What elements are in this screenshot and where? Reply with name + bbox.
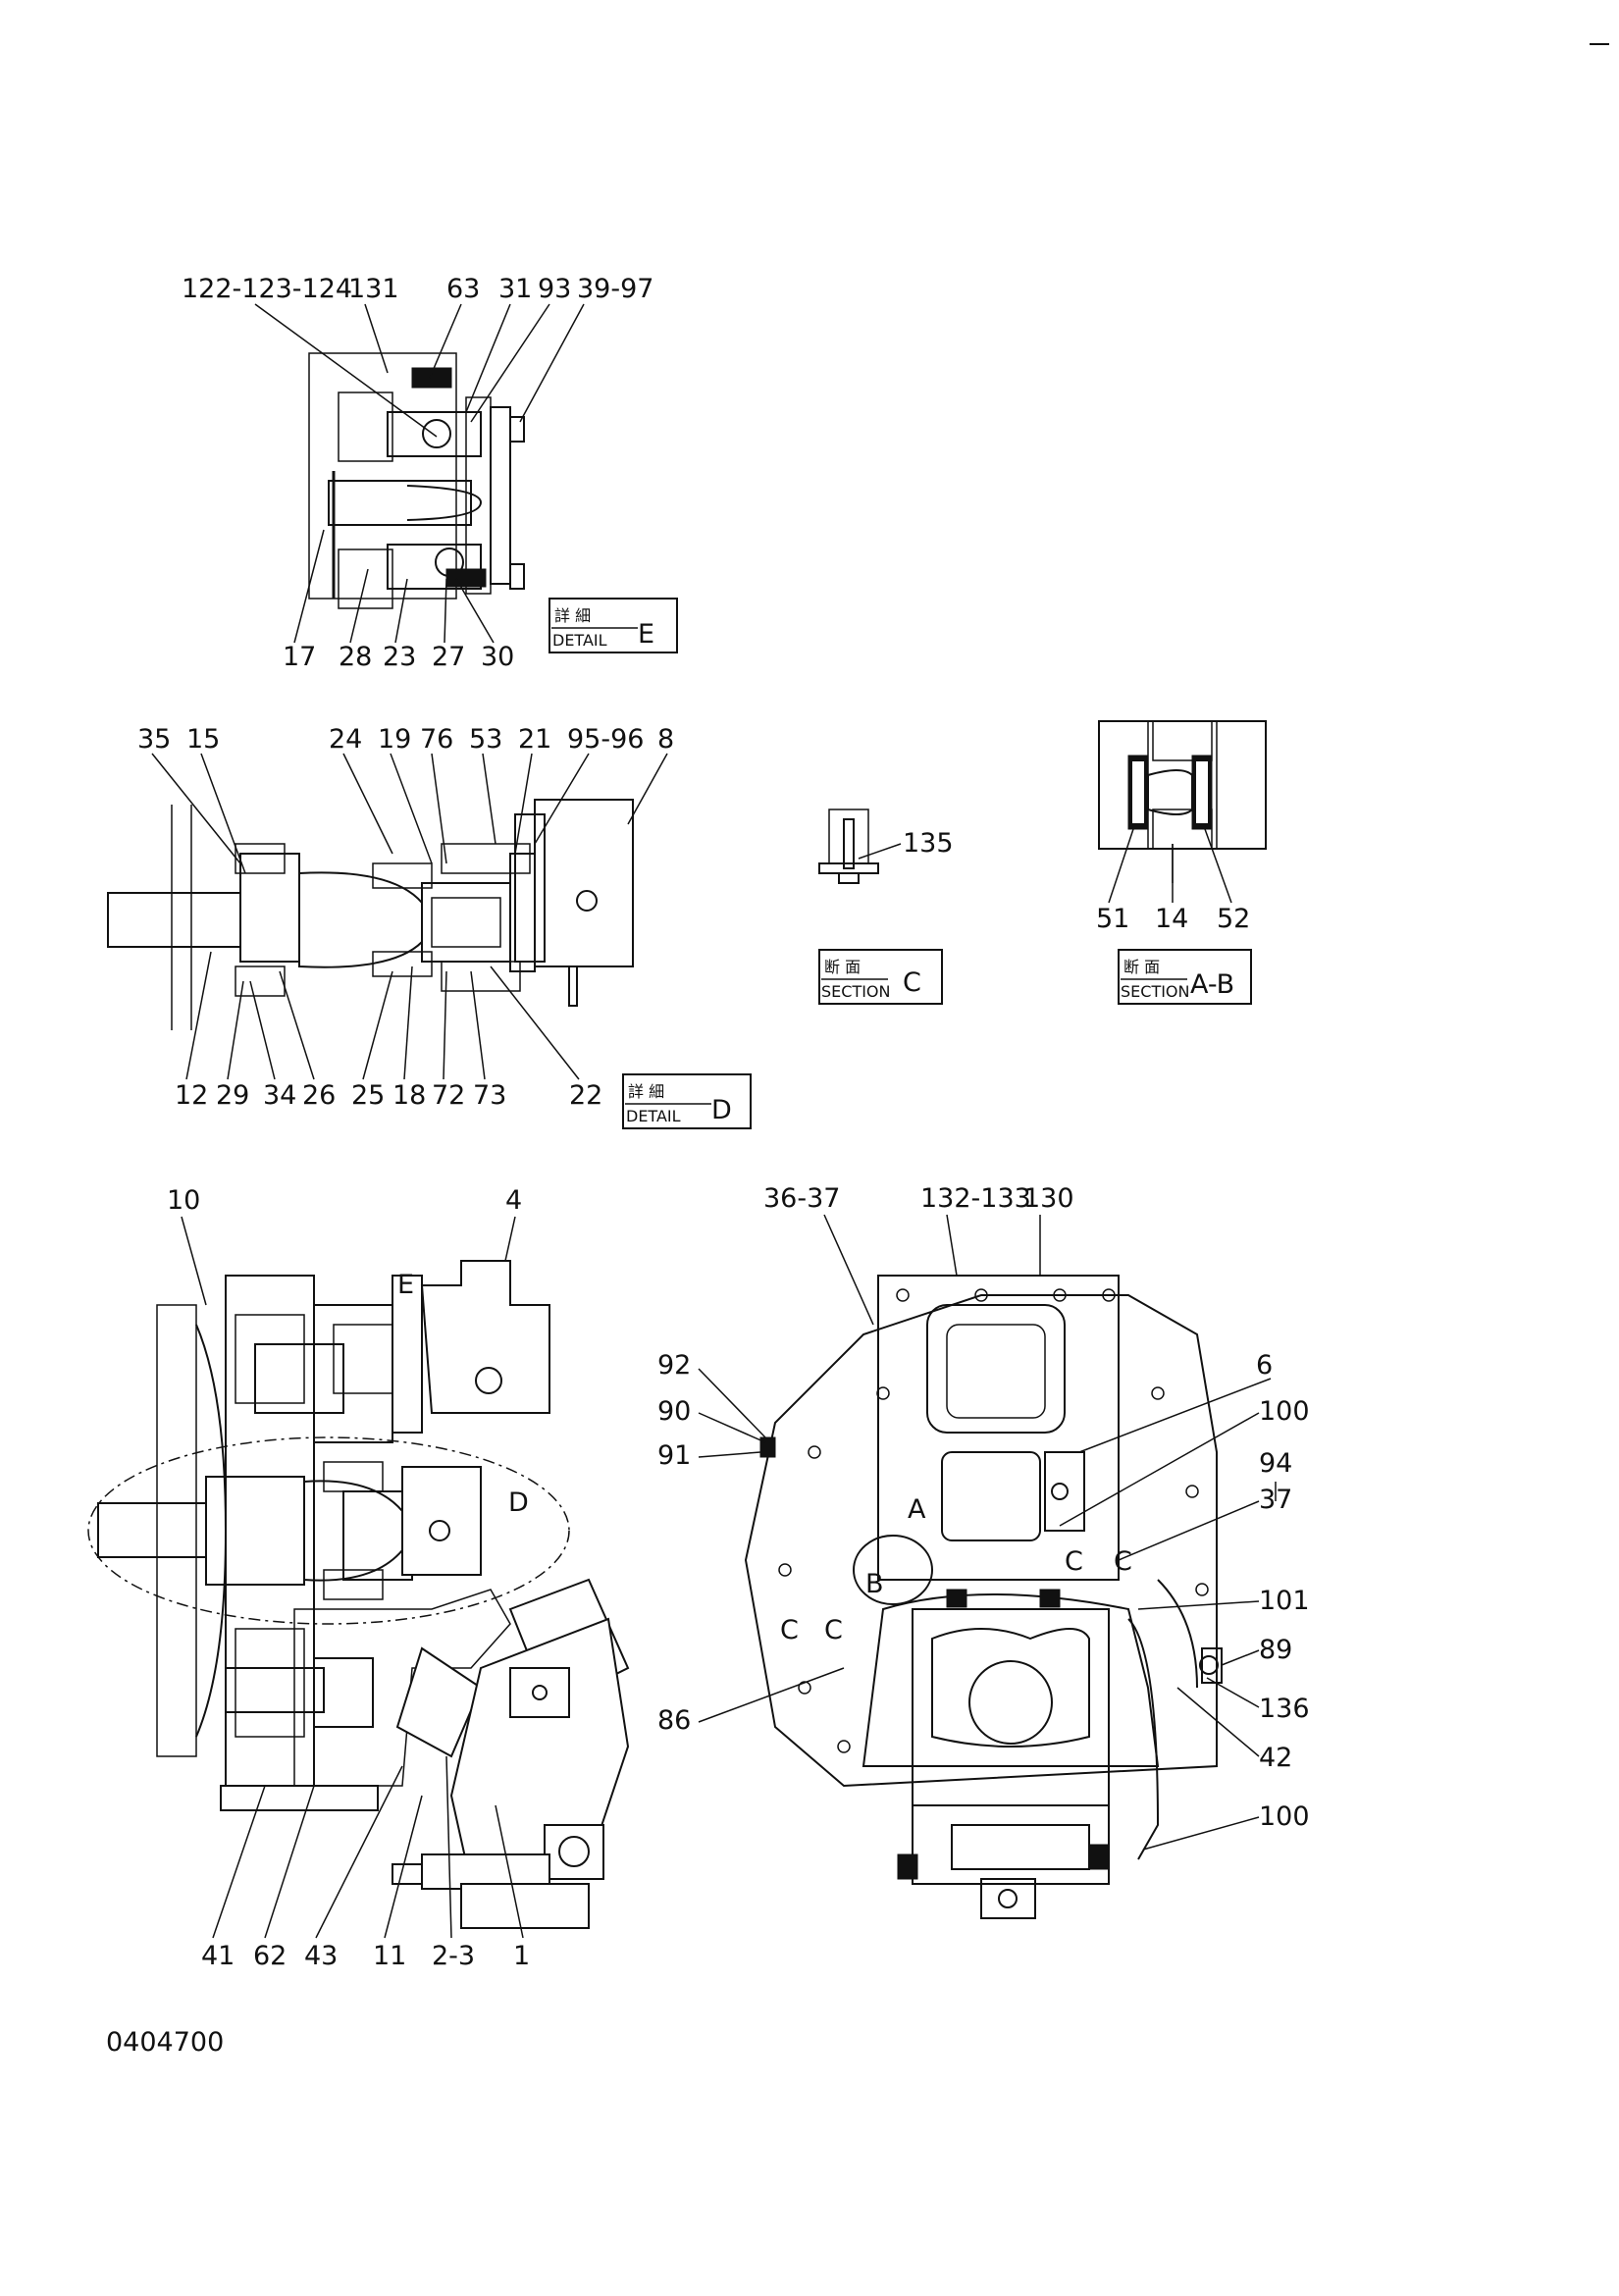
view-mark: E: [397, 1270, 414, 1300]
callout-label: 10: [167, 1185, 200, 1216]
callout-label: 94: [1259, 1448, 1292, 1479]
caption-letter: C: [903, 967, 921, 998]
view-mark: C: [1065, 1546, 1083, 1577]
detail-d-caption: 詳 細 DETAIL D: [622, 1073, 752, 1129]
caption-en: SECTION: [821, 982, 891, 1001]
callout-label: 93: [538, 274, 571, 304]
callout-label: 91: [657, 1440, 691, 1471]
callout-label: 1: [513, 1941, 530, 1971]
view-mark: C: [1114, 1546, 1132, 1577]
callout-label: 22: [569, 1080, 602, 1111]
caption-letter: D: [711, 1095, 732, 1125]
callout-label: 11: [373, 1941, 406, 1971]
callout-label: 86: [657, 1705, 691, 1736]
drawing-number: 0404700: [106, 2027, 224, 2058]
section-c-caption: 断 面 SECTION C: [818, 949, 943, 1005]
view-mark: B: [865, 1569, 884, 1599]
caption-letter: E: [638, 619, 654, 650]
callout-label: 27: [432, 642, 465, 672]
callout-label: 42: [1259, 1743, 1292, 1773]
callout-label: 24: [329, 724, 362, 755]
callout-label: 89: [1259, 1635, 1292, 1665]
callout-label: 17: [283, 642, 316, 672]
callout-label: 15: [186, 724, 220, 755]
callout-label: 76: [420, 724, 453, 755]
side-view-drawing: [87, 1260, 630, 1929]
callout-label: 51: [1096, 904, 1129, 934]
callout-label: 100: [1259, 1801, 1310, 1832]
callout-label: 29: [216, 1080, 249, 1111]
caption-letter: A-B: [1190, 969, 1234, 1000]
section-ab-caption: 断 面 SECTION A-B: [1118, 949, 1252, 1005]
callout-label: 21: [518, 724, 551, 755]
section-ab-callouts: 51 14 52: [1096, 828, 1250, 934]
front-view-callouts: 36-37 132-133 130 92 90 91 6 100 94 37 1…: [657, 1183, 1310, 1851]
callout-label: 30: [481, 642, 514, 672]
caption-jp: 詳 細: [628, 1082, 664, 1101]
caption-jp: 詳 細: [554, 606, 591, 625]
callout-label: 25: [351, 1080, 385, 1111]
callout-label: 135: [903, 828, 954, 859]
callout-label: 132-133: [920, 1183, 1031, 1214]
caption-en: DETAIL: [626, 1107, 681, 1125]
callout-label: 36-37: [763, 1183, 840, 1214]
section-c-callouts: 135: [858, 828, 954, 860]
callout-label: 62: [253, 1941, 287, 1971]
front-view-drawing: [744, 1275, 1223, 1919]
callout-label: 39-97: [577, 274, 653, 304]
callout-label: 43: [304, 1941, 338, 1971]
callout-label: 28: [339, 642, 372, 672]
callout-label: 8: [657, 724, 674, 755]
callout-label: 35: [137, 724, 171, 755]
callout-label: 52: [1217, 904, 1250, 934]
section-c-drawing: [818, 809, 879, 884]
callout-label: 14: [1155, 904, 1188, 934]
callout-label: 26: [302, 1080, 336, 1111]
callout-label: 23: [383, 642, 416, 672]
callout-label: 130: [1023, 1183, 1074, 1214]
callout-label: 136: [1259, 1694, 1310, 1724]
view-mark: C: [780, 1615, 799, 1645]
callout-label: 41: [201, 1941, 235, 1971]
callout-label: 2-3: [432, 1941, 475, 1971]
callout-label: 101: [1259, 1586, 1310, 1616]
detail-d-callouts: 35 15 24 19 76 53 21 95-96 8 12 29 34 26…: [137, 724, 674, 1111]
caption-en: DETAIL: [552, 631, 607, 650]
callout-label: 6: [1256, 1350, 1273, 1381]
callout-label: 122-123-124: [182, 274, 352, 304]
callout-label: 53: [469, 724, 502, 755]
callout-label: 92: [657, 1350, 691, 1381]
view-mark: D: [508, 1487, 529, 1518]
callout-label: 100: [1259, 1396, 1310, 1427]
callout-label: 72: [432, 1080, 465, 1111]
detail-d-drawing: [107, 799, 634, 1030]
callout-label: 19: [378, 724, 411, 755]
callout-label: 18: [392, 1080, 426, 1111]
callout-label: 90: [657, 1396, 691, 1427]
detail-e-callouts: 122-123-124 131 63 31 93 39-97 17 28 23 …: [182, 274, 653, 672]
view-mark: C: [824, 1615, 843, 1645]
view-mark: A: [908, 1494, 926, 1525]
callout-label: 131: [348, 274, 399, 304]
callout-label: 95-96: [567, 724, 644, 755]
caption-jp: 断 面: [824, 958, 861, 976]
detail-e-caption: 詳 細 DETAIL E: [548, 598, 678, 653]
callout-label: 12: [175, 1080, 208, 1111]
caption-jp: 断 面: [1123, 958, 1160, 976]
callout-label: 63: [446, 274, 480, 304]
callout-label: 73: [473, 1080, 506, 1111]
callout-label: 34: [263, 1080, 296, 1111]
caption-en: SECTION: [1121, 982, 1190, 1001]
detail-e-drawing: [308, 352, 525, 609]
callout-label: 4: [505, 1185, 522, 1216]
callout-label: 31: [498, 274, 532, 304]
side-view-callouts: 10 4 41 62 43 11 2-3 1 E D: [167, 1185, 530, 1971]
